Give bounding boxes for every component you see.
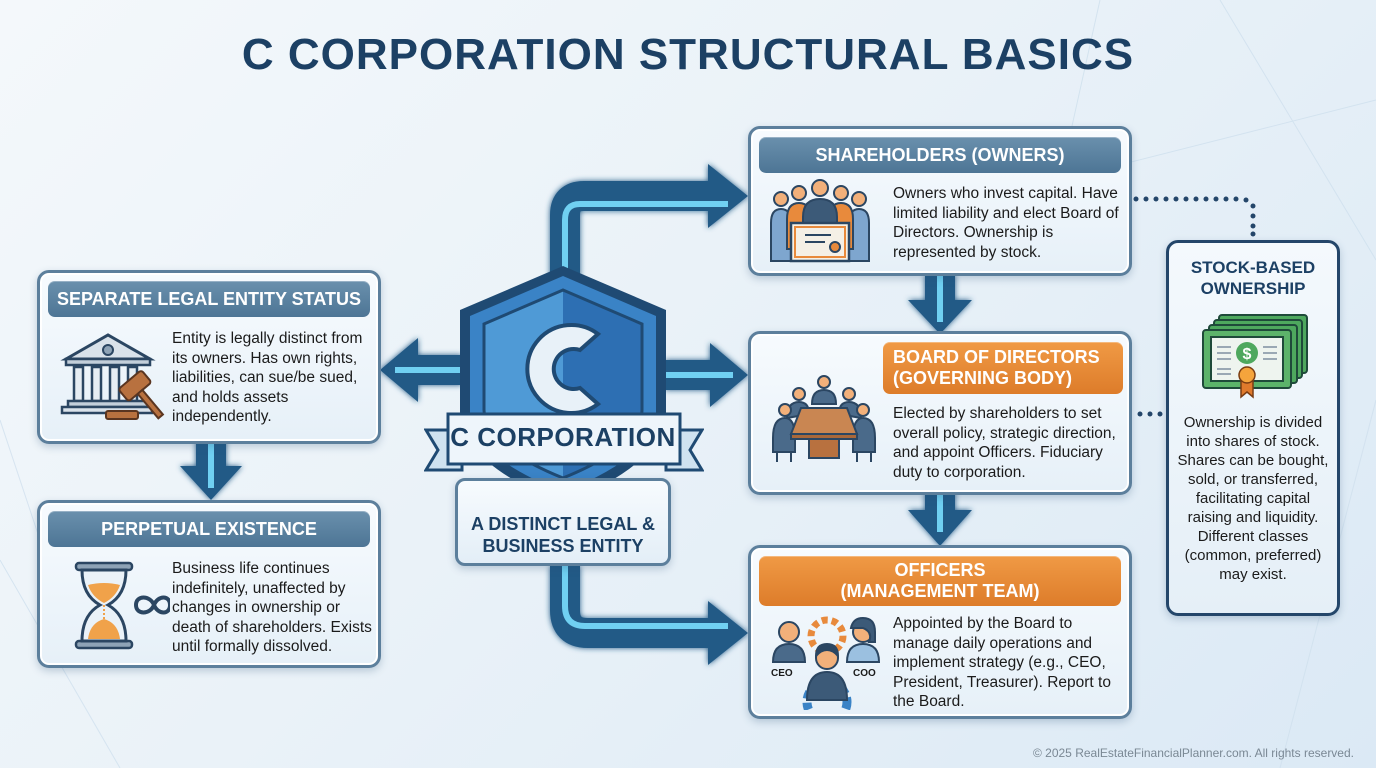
coo-label: COO xyxy=(853,668,876,679)
ribbon-label: C CORPORATION xyxy=(450,422,676,452)
card-header-line1: STOCK-BASED xyxy=(1190,258,1316,277)
card-header-line2: (GOVERNING BODY) xyxy=(893,368,1073,388)
card-board-of-directors: BOARD OF DIRECTORS (GOVERNING BODY) Elec… xyxy=(748,331,1132,495)
card-header-line1: BOARD OF DIRECTORS xyxy=(893,347,1100,367)
card-perpetual-existence: PERPETUAL EXISTENCE Business life contin… xyxy=(37,500,381,668)
boardroom-table-icon xyxy=(772,375,876,462)
card-description: Ownership is divided into shares of stoc… xyxy=(1177,414,1329,583)
card-description: Business life continues indefinitely, un… xyxy=(172,560,372,655)
card-separate-legal-entity: SEPARATE LEGAL ENTITY STATUS Entity is l… xyxy=(37,270,381,444)
ceo-label: CEO xyxy=(771,668,793,679)
card-description: Elected by shareholders to set overall p… xyxy=(893,405,1116,481)
card-header: OFFICERS (MANAGEMENT TEAM) xyxy=(759,556,1121,606)
card-description: Owners who invest capital. Have limited … xyxy=(893,185,1119,261)
management-team-gear-icon: CEO COO xyxy=(771,616,881,710)
card-header: BOARD OF DIRECTORS (GOVERNING BODY) xyxy=(883,342,1123,394)
center-subtitle-line2: BUSINESS ENTITY xyxy=(482,536,644,556)
card-header: SEPARATE LEGAL ENTITY STATUS xyxy=(48,281,370,317)
center-subtitle-box: A DISTINCT LEGAL & BUSINESS ENTITY xyxy=(455,478,671,566)
ribbon-banner xyxy=(424,412,704,472)
center-subtitle-line1: A DISTINCT LEGAL & xyxy=(471,514,655,534)
arrow-separate-to-perpetual xyxy=(180,440,242,500)
card-header: SHAREHOLDERS (OWNERS) xyxy=(759,137,1121,173)
card-header-line2: OWNERSHIP xyxy=(1200,279,1306,298)
card-shareholders: SHAREHOLDERS (OWNERS) Owners who invest … xyxy=(748,126,1132,276)
dollar-symbol: $ xyxy=(1243,346,1252,363)
dotted-connector-board-stock xyxy=(1137,411,1163,417)
stock-certificate-icon: $ xyxy=(1202,314,1308,399)
arrow-to-officers xyxy=(550,566,748,665)
copyright-footer: © 2025 RealEstateFinancialPlanner.com. A… xyxy=(1032,746,1354,760)
shareholders-group-icon xyxy=(770,179,870,263)
dotted-connector-shareholders-stock xyxy=(1133,196,1256,237)
card-header: PERPETUAL EXISTENCE xyxy=(48,511,370,547)
arrow-shareholders-to-board xyxy=(908,275,972,334)
card-description: Appointed by the Board to manage daily o… xyxy=(893,615,1111,710)
card-header: STOCK-BASED OWNERSHIP xyxy=(1169,257,1337,299)
hourglass-infinity-icon xyxy=(74,561,170,650)
card-officers: OFFICERS (MANAGEMENT TEAM) CEO COO Appoi… xyxy=(748,545,1132,719)
card-header-line2: (MANAGEMENT TEAM) xyxy=(840,581,1040,601)
card-description: Entity is legally distinct from its owne… xyxy=(172,330,363,425)
center-subtitle: A DISTINCT LEGAL & BUSINESS ENTITY xyxy=(458,513,668,557)
page-title: C CORPORATION STRUCTURAL BASICS xyxy=(241,30,1135,79)
courthouse-gavel-icon xyxy=(60,333,165,420)
card-stock-based-ownership: STOCK-BASED OWNERSHIP $ Ownership is div… xyxy=(1166,240,1340,616)
arrow-board-to-officers xyxy=(908,492,972,546)
card-header-line1: OFFICERS xyxy=(894,560,986,580)
